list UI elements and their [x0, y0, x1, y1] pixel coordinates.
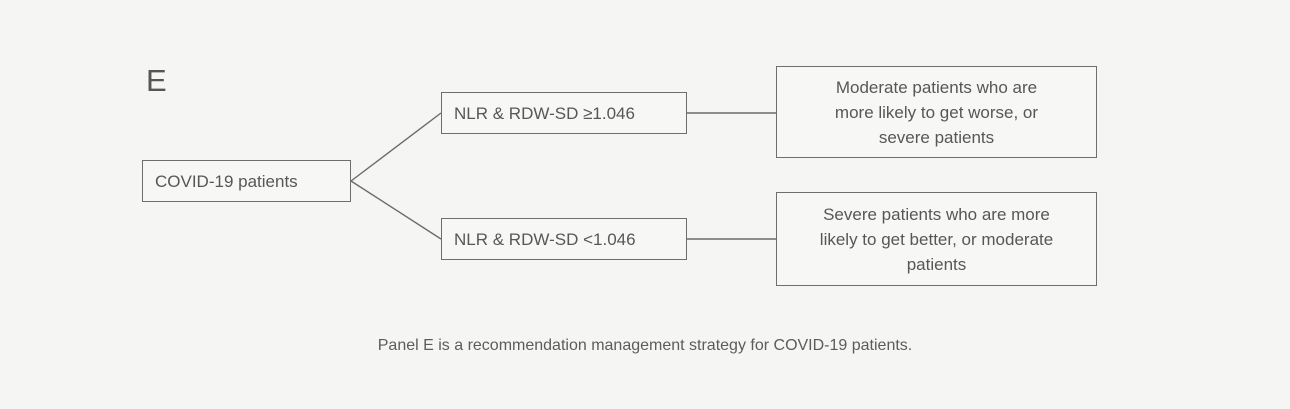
node-nlr-rdwsd-low: NLR & RDW-SD <1.046: [441, 218, 687, 260]
node-branch-high-label: NLR & RDW-SD ≥1.046: [454, 103, 635, 123]
connector-root-to-high: [350, 112, 442, 182]
connector-root-to-low: [350, 180, 442, 240]
node-outcome-high-label: Moderate patients who are more likely to…: [834, 77, 1039, 147]
node-root-label: COVID-19 patients: [155, 171, 298, 191]
node-branch-low-label: NLR & RDW-SD <1.046: [454, 229, 636, 249]
node-outcome-worse: Moderate patients who are more likely to…: [776, 66, 1097, 158]
node-outcome-low-label: Severe patients who are more likely to g…: [819, 204, 1054, 274]
node-nlr-rdwsd-high: NLR & RDW-SD ≥1.046: [441, 92, 687, 134]
figure-caption: Panel E is a recommendation management s…: [377, 337, 913, 354]
node-covid-19-patients: COVID-19 patients: [142, 160, 351, 202]
node-outcome-better: Severe patients who are more likely to g…: [776, 192, 1097, 286]
panel-letter: E: [146, 63, 168, 98]
